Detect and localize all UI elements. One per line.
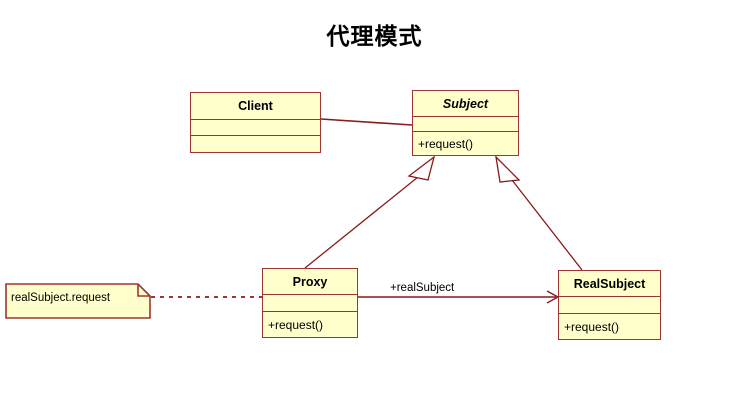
uml-class-client-operations [191,136,320,152]
uml-class-realsubject-attributes [559,297,660,314]
uml-class-client[interactable]: Client [190,92,321,153]
page-title: 代理模式 [326,23,423,49]
edge-realsubject-subject-line [511,179,583,271]
note-shape-icon [5,283,151,319]
uml-class-realsubject[interactable]: RealSubject +request() [558,270,661,340]
generalization-arrowhead-realsubject [495,155,521,183]
uml-class-realsubject-operations: +request() [564,319,620,334]
uml-class-subject-attributes [413,117,518,132]
generalization-arrowhead-proxy [407,155,436,181]
uml-class-proxy-name: Proxy [263,269,357,295]
edge-proxy-subject-line [304,176,419,269]
uml-class-proxy[interactable]: Proxy +request() [262,268,358,338]
note-realsubject-text: realSubject.request [11,292,111,304]
edge-client-subject [320,118,413,126]
uml-class-subject[interactable]: Subject +request() [412,90,519,156]
uml-class-proxy-operations: +request() [268,317,324,332]
uml-class-subject-operations: +request() [418,136,474,151]
uml-class-realsubject-name: RealSubject [559,271,660,297]
uml-class-subject-name: Subject [413,91,518,117]
uml-class-client-attributes [191,120,320,136]
edge-label-realsubject: +realSubject [390,282,455,294]
uml-class-proxy-attributes [263,295,357,312]
uml-class-client-name: Client [191,93,320,120]
note-realsubject[interactable]: realSubject.request [5,283,151,319]
